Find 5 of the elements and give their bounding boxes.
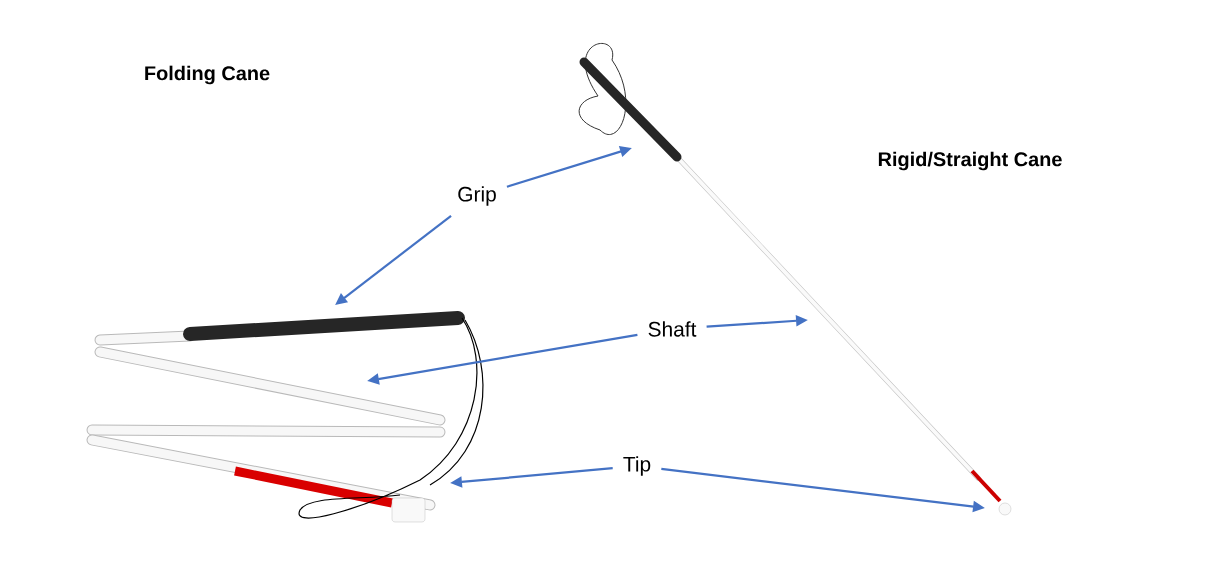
- part-label: Tip: [623, 456, 651, 476]
- heading: Folding Cane: [145, 65, 270, 85]
- part-label: Shaft: [648, 321, 697, 337]
- heading: Rigid/Straight Cane: [878, 151, 1062, 171]
- part-label: Grip: [458, 186, 496, 206]
